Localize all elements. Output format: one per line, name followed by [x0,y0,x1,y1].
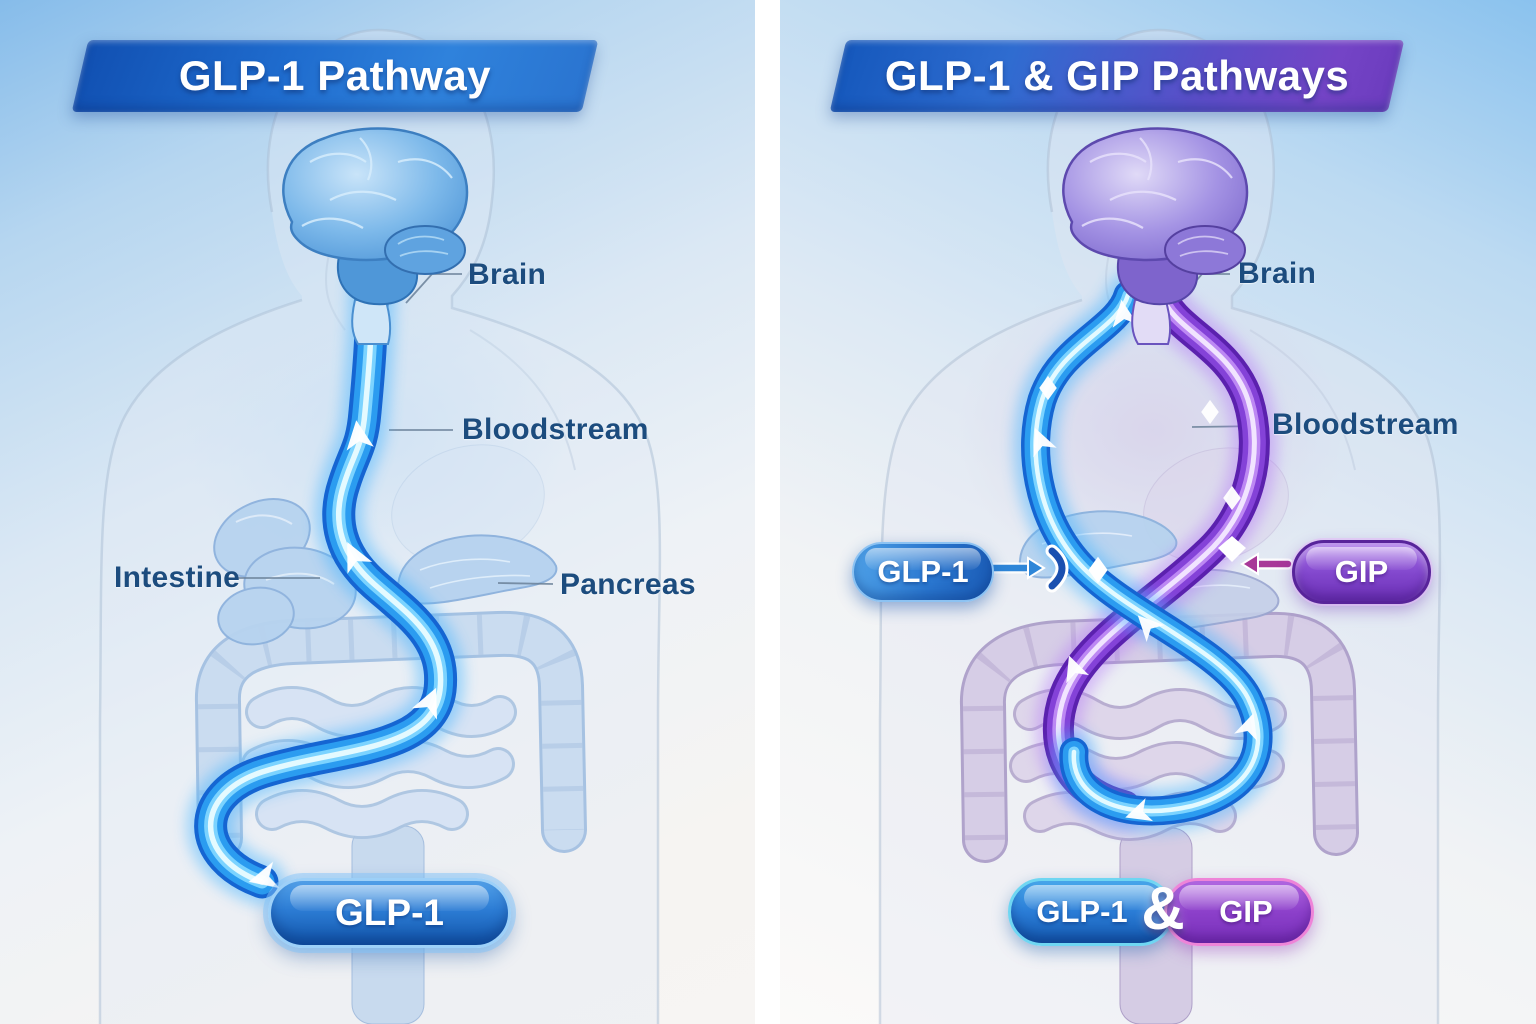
left-title-text: GLP-1 Pathway [178,52,492,99]
label-pancreas: Pancreas [560,568,696,601]
intestine-illustration [213,498,357,646]
brain-illustration [282,127,469,345]
label-brain-left: Brain [468,258,547,291]
glp1-gip-panel-artwork [878,28,1442,1024]
glp1-source-badge: GLP-1 [852,542,994,602]
glp1-source-badge-label: GLP-1 [877,554,969,589]
pancreas-illustration [396,534,558,605]
left-title-banner: GLP-1 Pathway [71,40,599,112]
label-bloodstream-left: Bloodstream [462,413,649,446]
gip-source-badge: GIP [1292,540,1431,604]
glp1-pathway-panel: GLP-1 Pathway Brain Bloodstream Intestin… [0,0,755,1024]
glp1-entry-connector [986,544,1108,593]
gip-source-badge-label: GIP [1334,554,1389,589]
right-title-banner: GLP-1 & GIP Pathways [829,40,1405,112]
label-brain-right: Brain [1238,257,1317,290]
combined-badge-separator: & [1141,874,1185,942]
glp1-pathway-tube [186,226,465,906]
brain-illustration [1062,127,1249,345]
gip-pathway-tube [1035,272,1278,829]
combined-badge-gip-label: GIP [1219,894,1273,929]
combined-badge-glp1-label: GLP-1 [1036,894,1128,929]
gip-entry-connector [1218,536,1294,576]
right-title-text: GLP-1 & GIP Pathways [884,52,1350,99]
label-intestine: Intestine [114,561,241,594]
label-bloodstream-right: Bloodstream [1272,408,1459,441]
panel-divider [755,0,780,1024]
glp1-gip-pathways-panel: GLP-1 & GIP Pathways Brain Bloodstream G… [780,0,1536,1024]
glp1-badge-label: GLP-1 [335,892,444,933]
glp1-panel-artwork [98,28,662,1024]
glp1-badge: GLP-1 [268,878,511,948]
